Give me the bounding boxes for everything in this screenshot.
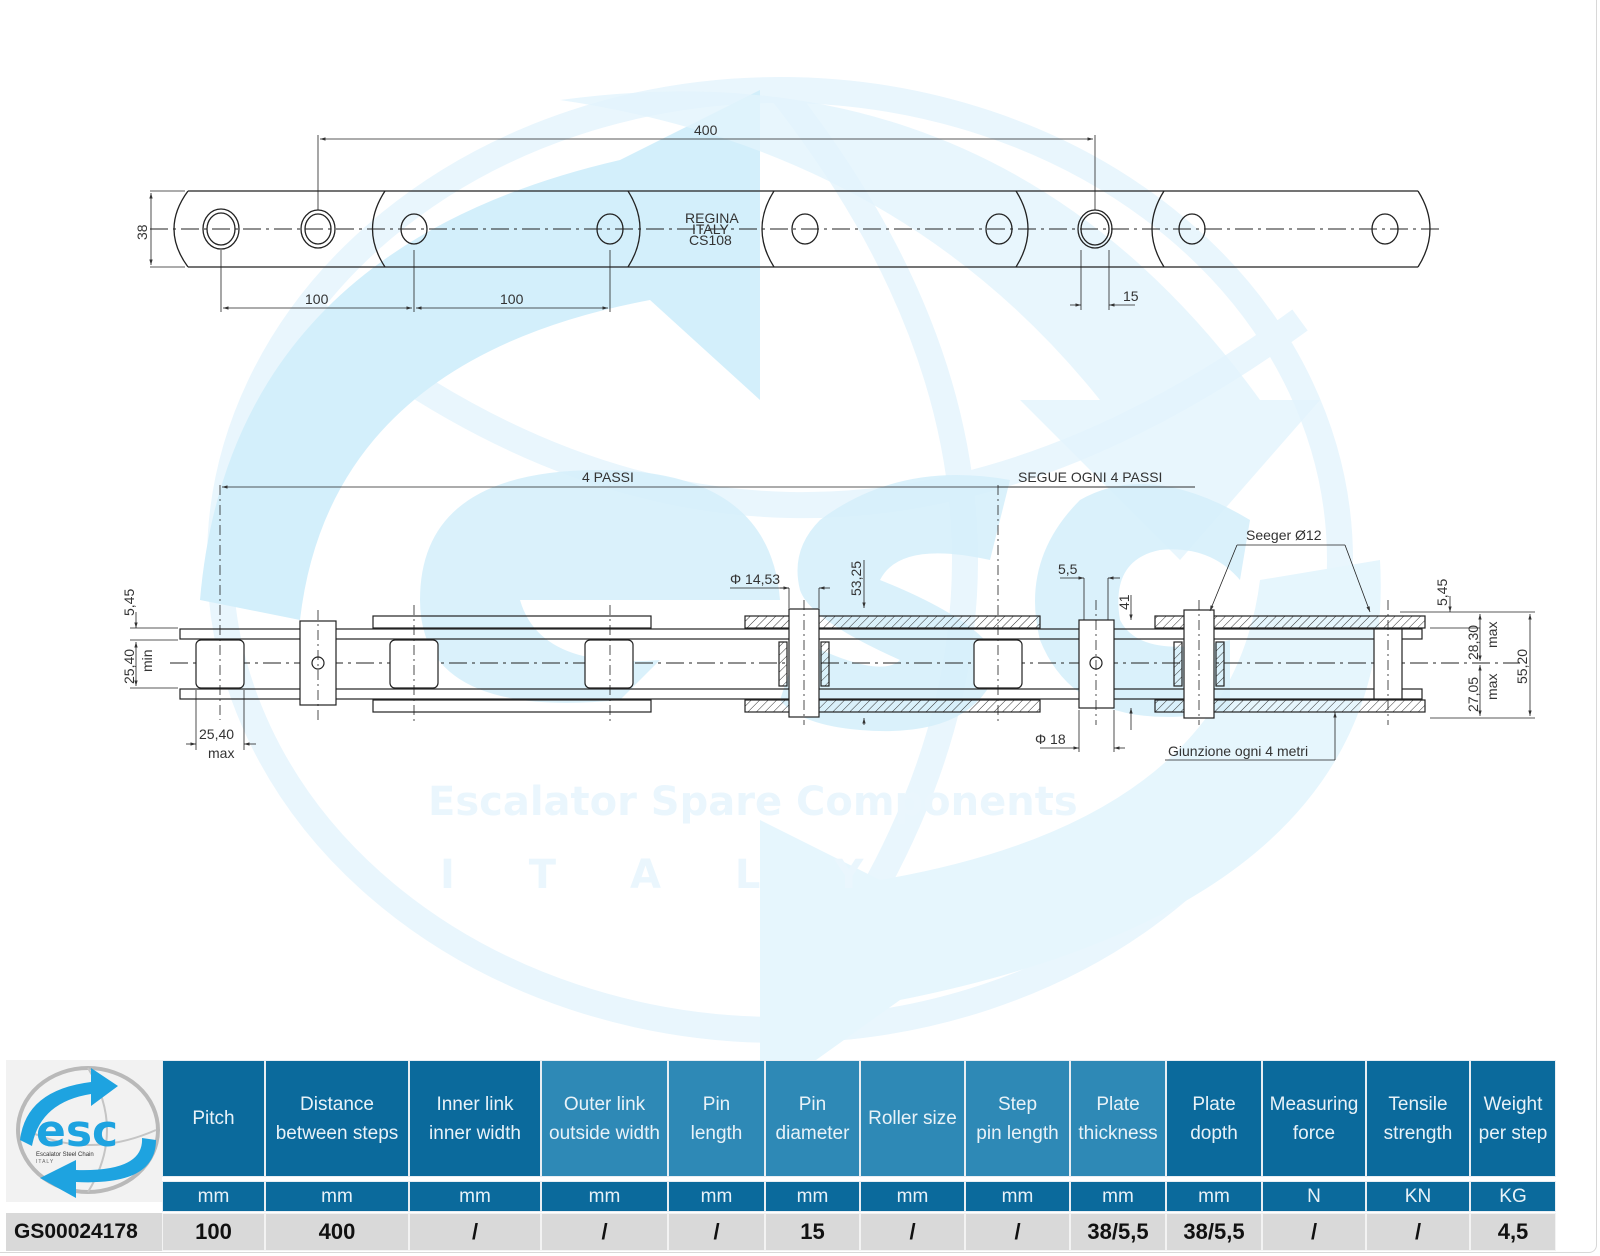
logo-line1: Escalator Steel Chain: [36, 1152, 94, 1158]
dim-pitch-100-b: 100: [500, 291, 524, 307]
arrow-left-icon: [40, 1138, 156, 1198]
plate-marking-regina: REGINA: [685, 210, 739, 226]
column-unit: N: [1262, 1181, 1366, 1212]
column-unit: mm: [265, 1181, 409, 1212]
column-header: Measuring force: [1262, 1060, 1366, 1177]
dim-25-40-max: 25,40: [199, 726, 234, 742]
rollers: [195, 639, 1023, 689]
side-view: [130, 485, 1535, 761]
column-unit: KG: [1470, 1181, 1556, 1212]
watermark-brand-text: Escalator Spare Components: [428, 779, 1078, 825]
column-header: Plate dopth: [1166, 1060, 1262, 1177]
top-view: [149, 135, 1440, 312]
column-header: Distance between steps: [265, 1060, 409, 1177]
label-segue-ogni-4-passi: SEGUE OGNI 4 PASSI: [1018, 469, 1162, 485]
dim-plate-height-38: 38: [134, 224, 150, 240]
column-value: /: [860, 1213, 965, 1251]
column-unit: mm: [409, 1181, 541, 1212]
company-logo: esc Escalator Steel Chain ITALY: [6, 1060, 162, 1202]
column-value: /: [668, 1213, 765, 1251]
column-header: Pitch: [162, 1060, 265, 1177]
column-unit: mm: [1166, 1181, 1262, 1212]
column-header: Pin diameter: [765, 1060, 860, 1177]
dim-phi-18: Φ 18: [1035, 731, 1066, 747]
column-header: Plate thickness: [1070, 1060, 1166, 1177]
column-value: /: [965, 1213, 1070, 1251]
dim-25-40-min: 25,40: [121, 649, 137, 684]
watermark-country-text: I T A L Y: [440, 852, 893, 898]
column-value: 38/5,5: [1070, 1213, 1166, 1251]
column-header: Step pin length: [965, 1060, 1070, 1177]
dim-5-5: 5,5: [1058, 561, 1078, 577]
column-unit: mm: [1070, 1181, 1166, 1212]
column-header: Outer link outside width: [541, 1060, 668, 1177]
logo-mark: esc: [36, 1106, 118, 1157]
column-header: Roller size: [860, 1060, 965, 1177]
dim-hole-15: 15: [1123, 288, 1139, 304]
dim-max-lower: max: [1484, 674, 1500, 700]
column-value: /: [541, 1213, 668, 1251]
dim-41: 41: [1116, 594, 1132, 610]
plate-marking-italy: ITALY: [692, 221, 729, 237]
dim-28-30: 28,30: [1465, 625, 1481, 660]
dim-5-45-right: 5,45: [1434, 579, 1450, 606]
logo-graphic: esc Escalator Steel Chain ITALY: [16, 1066, 160, 1198]
column-unit: KN: [1366, 1181, 1470, 1212]
dim-pitch-100-a: 100: [305, 291, 329, 307]
column-header: Weight per step: [1470, 1060, 1556, 1177]
column-unit: mm: [162, 1181, 265, 1212]
column-header: Pin length: [668, 1060, 765, 1177]
column-unit: mm: [965, 1181, 1070, 1212]
dim-max: max: [208, 745, 234, 761]
column-unit: mm: [668, 1181, 765, 1212]
column-unit: mm: [541, 1181, 668, 1212]
step-pin-joint: [1078, 619, 1115, 709]
dim-max-upper: max: [1484, 622, 1500, 648]
technical-drawing: 400 38 100 100 15 REGINA ITALY CS108: [121, 122, 1535, 761]
column-value: /: [1262, 1213, 1366, 1251]
plate-marking-cs108: CS108: [689, 232, 732, 248]
column-header: Tensile strength: [1366, 1060, 1470, 1177]
column-header: Inner link inner width: [409, 1060, 541, 1177]
column-value: 400: [265, 1213, 409, 1251]
logo-line2: ITALY: [36, 1159, 54, 1165]
column-unit: mm: [765, 1181, 860, 1212]
label-giunzione: Giunzione ogni 4 metri: [1168, 743, 1308, 759]
column-value: 4,5: [1470, 1213, 1556, 1251]
product-code: GS00024178: [6, 1213, 162, 1251]
dim-55-20: 55,20: [1514, 649, 1530, 684]
dim-min: min: [139, 649, 155, 672]
label-4-passi: 4 PASSI: [582, 469, 634, 485]
dim-53-25: 53,25: [848, 561, 864, 596]
column-unit: mm: [860, 1181, 965, 1212]
dim-distance-400: 400: [694, 122, 718, 138]
label-seeger: Seeger Ø12: [1246, 527, 1322, 543]
dim-pin-diameter-14-53: Φ 14,53: [730, 571, 780, 587]
arrow-right-icon: [20, 1068, 118, 1146]
column-value: 100: [162, 1213, 265, 1251]
column-value: 38/5,5: [1166, 1213, 1262, 1251]
column-value: /: [1366, 1213, 1470, 1251]
column-value: 15: [765, 1213, 860, 1251]
column-value: /: [409, 1213, 541, 1251]
dim-5-45-left: 5,45: [121, 589, 137, 616]
dim-27-05: 27,05: [1465, 677, 1481, 712]
